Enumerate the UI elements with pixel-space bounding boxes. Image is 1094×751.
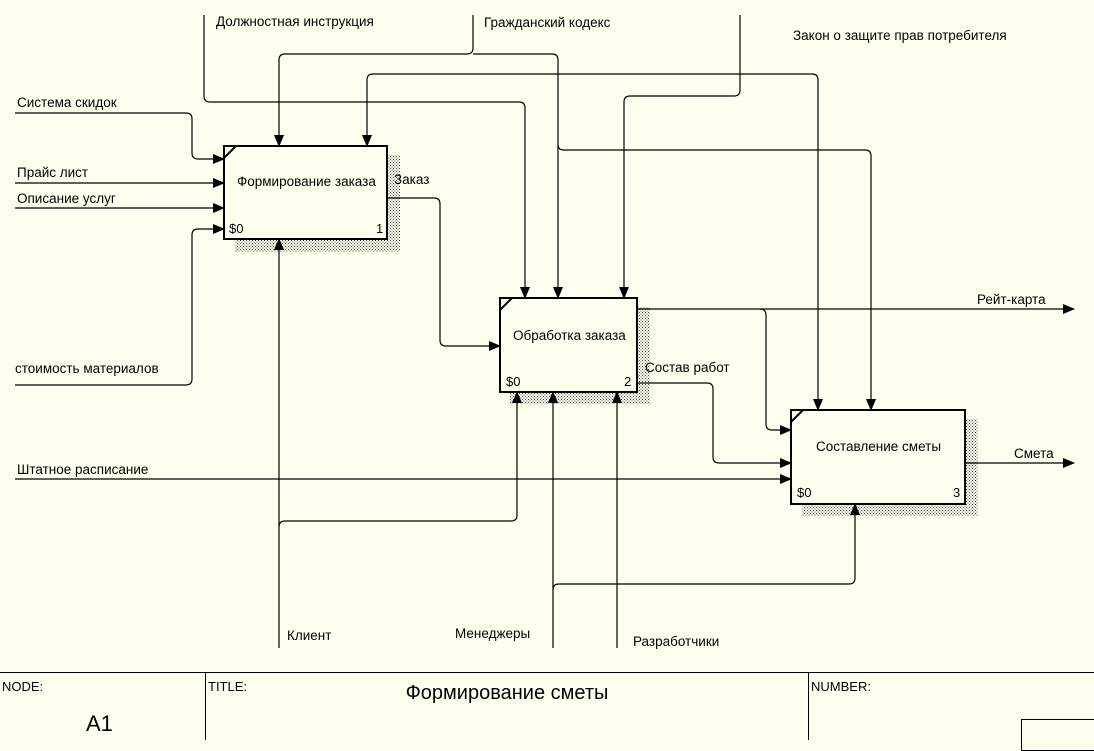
- activity-2-code: $0: [506, 374, 520, 389]
- label-managers: Менеджеры: [455, 626, 530, 641]
- label-work-scope: Состав работ: [645, 360, 730, 375]
- arrow-consumer-law-branch: [362, 73, 740, 147]
- label-staff-schedule: Штатное расписание: [17, 462, 148, 477]
- arrow-civil-code-branch-2: [557, 144, 876, 411]
- activity-3-number: 3: [953, 485, 960, 500]
- activity-box-2[interactable]: Обработка заказа $0 2: [499, 297, 650, 404]
- arrow-order: [387, 197, 501, 351]
- node-cell: NODE: A1: [0, 673, 206, 740]
- label-client: Клиент: [287, 628, 331, 643]
- activity-3-label: Составление сметы: [816, 439, 941, 454]
- activity-1-label: Формирование заказа: [237, 174, 376, 189]
- arrow-job-description: [203, 15, 530, 299]
- arrow-client-branch: [278, 391, 522, 528]
- label-estimate: Смета: [1014, 446, 1054, 461]
- activity-2-label: Обработка заказа: [513, 328, 626, 343]
- title-cell: TITLE: Формирование сметы: [206, 673, 809, 740]
- arrow-material-cost: [15, 224, 225, 386]
- arrow-civil-code-branch: [473, 53, 563, 299]
- number-box: [1021, 719, 1094, 751]
- diagram-footer: NODE: A1 TITLE: Формирование сметы NUMBE…: [0, 672, 1094, 751]
- label-civil-code: Гражданский кодекс: [484, 15, 611, 30]
- label-order: Заказ: [394, 172, 429, 187]
- activity-3-code: $0: [797, 485, 811, 500]
- node-value: A1: [86, 711, 113, 736]
- activity-2-number: 2: [624, 374, 631, 389]
- label-developers: Разработчики: [633, 634, 719, 649]
- activity-box-3[interactable]: Составление сметы $0 3: [790, 409, 978, 516]
- label-job-description: Должностная инструкция: [216, 14, 374, 29]
- activity-1-number: 1: [376, 221, 383, 236]
- node-label: NODE:: [2, 679, 44, 694]
- arrow-rating-card-branch: [759, 308, 792, 435]
- title-label: TITLE:: [208, 679, 248, 694]
- idef0-diagram: Формирование заказа $0 1 Обработка заказ…: [15, 14, 1075, 649]
- label-consumer-law: Закон о защите прав потребителя: [793, 28, 1007, 43]
- arrow-discount-system: [15, 112, 225, 164]
- arrow-consumer-law: [619, 15, 741, 299]
- label-material-cost: стоимость материалов: [15, 361, 159, 376]
- number-cell: NUMBER:: [809, 673, 1094, 751]
- arrow-work-scope: [637, 382, 792, 468]
- arrow-consumer-law-branch-2: [740, 73, 823, 411]
- label-discount-system: Система скидок: [17, 95, 117, 110]
- label-price-list: Прайс лист: [17, 165, 88, 180]
- diagram-title: Формирование сметы: [405, 682, 609, 704]
- activity-1-code: $0: [229, 221, 243, 236]
- label-service-description: Описание услуг: [17, 191, 116, 206]
- number-label: NUMBER:: [811, 679, 871, 694]
- activity-box-1[interactable]: Формирование заказа $0 1: [223, 145, 400, 252]
- arrow-managers-branch: [552, 503, 860, 591]
- label-rating-card: Рейт-карта: [977, 292, 1046, 307]
- arrow-civil-code: [274, 15, 474, 147]
